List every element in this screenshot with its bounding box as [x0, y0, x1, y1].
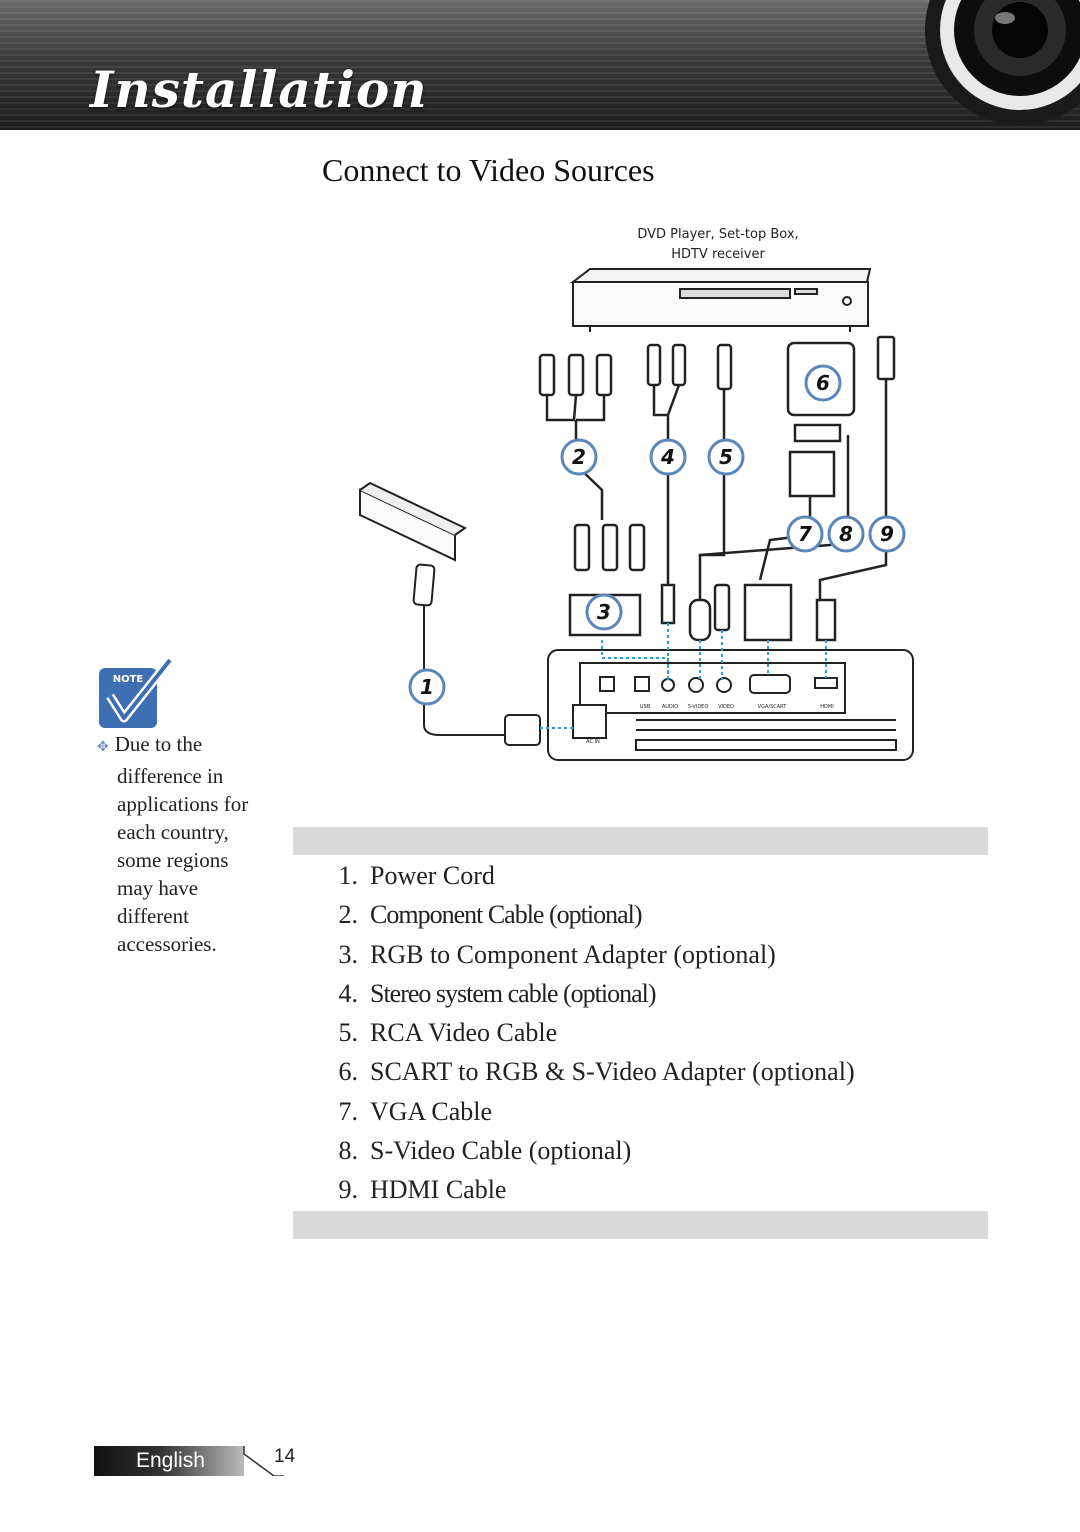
header-banner: Installation [0, 0, 1080, 130]
note-line: applications for [117, 792, 249, 816]
callout-5: 5 [707, 438, 745, 476]
source-label-2: HDTV receiver [671, 247, 765, 262]
callout-2: 2 [560, 438, 598, 476]
port-label-vga-scart: VGA/SCART [758, 704, 788, 710]
note-line: may have [117, 876, 199, 900]
svg-text:5: 5 [719, 445, 733, 469]
svg-text:1: 1 [420, 675, 434, 699]
projector-lens-icon [925, 0, 1080, 125]
callout-4: 4 [649, 438, 687, 476]
page-title: Installation [90, 60, 428, 119]
port-label-audio: AUDIO [662, 704, 678, 710]
callout-7: 7 [786, 515, 824, 553]
port-label-video: VIDEO [718, 704, 734, 710]
note-bullet-icon: ✥ [97, 740, 109, 755]
list-item: 3.RGB to Component Adapter (optional) [338, 939, 776, 969]
note-line: difference in [117, 764, 224, 788]
banner-texture [0, 0, 1080, 130]
svg-text:8: 8 [839, 522, 853, 546]
list-item: 7.VGA Cable [338, 1096, 493, 1126]
list-bottom-divider [293, 1211, 988, 1239]
note-line: Due to the [114, 732, 203, 756]
page-number: 14 [274, 1446, 296, 1467]
svg-text:3: 3 [597, 600, 611, 624]
list-item: 4.Stereo system cable (optional) [338, 978, 657, 1008]
list-item: 5.RCA Video Cable [338, 1018, 558, 1048]
svg-text:4: 4 [660, 445, 675, 469]
source-label-1: DVD Player, Set-top Box, [637, 227, 798, 242]
port-label-hdmi: HDMI [820, 704, 833, 710]
list-item: 6.SCART to RGB & S-Video Adapter (option… [338, 1057, 855, 1087]
section-title: Connect to Video Sources [322, 152, 655, 188]
note-text: ✥ Due to the difference in applications f… [97, 730, 282, 958]
note-line: different [117, 904, 189, 928]
svg-text:7: 7 [798, 522, 812, 546]
port-label-ac-in: AC IN [586, 739, 600, 745]
svg-text:2: 2 [572, 445, 586, 469]
list-item: 2.Component Cable (optional) [338, 900, 643, 930]
svg-text:6: 6 [816, 371, 830, 395]
note-check-icon: NOTE [99, 657, 174, 728]
svg-text:9: 9 [880, 522, 894, 546]
note-line: some regions [117, 848, 229, 872]
footer-language: English [94, 1446, 244, 1476]
list-item: 1.Power Cord [338, 861, 495, 890]
list-item: 9.HDMI Cable [338, 1175, 507, 1205]
connection-diagram: DVD Player, Set-top Box, HDTV receiver U… [359, 227, 914, 761]
svg-text:NOTE: NOTE [113, 674, 144, 685]
callout-1: 1 [408, 668, 446, 706]
list-top-divider [293, 827, 988, 855]
callout-9: 9 [868, 515, 906, 553]
parts-list: 1.Power Cord 2.Component Cable (optional… [300, 858, 1000, 1212]
callout-6: 6 [804, 364, 842, 402]
port-label-usb: USB [640, 704, 651, 710]
list-item: 8.S-Video Cable (optional) [338, 1136, 632, 1166]
callout-8: 8 [827, 515, 865, 553]
port-label-svideo: S-VIDEO [688, 704, 709, 710]
callout-3: 3 [585, 593, 623, 631]
page-tab-icon [243, 1446, 284, 1476]
note-line: each country, [117, 820, 229, 844]
note-line: accessories. [117, 932, 217, 956]
